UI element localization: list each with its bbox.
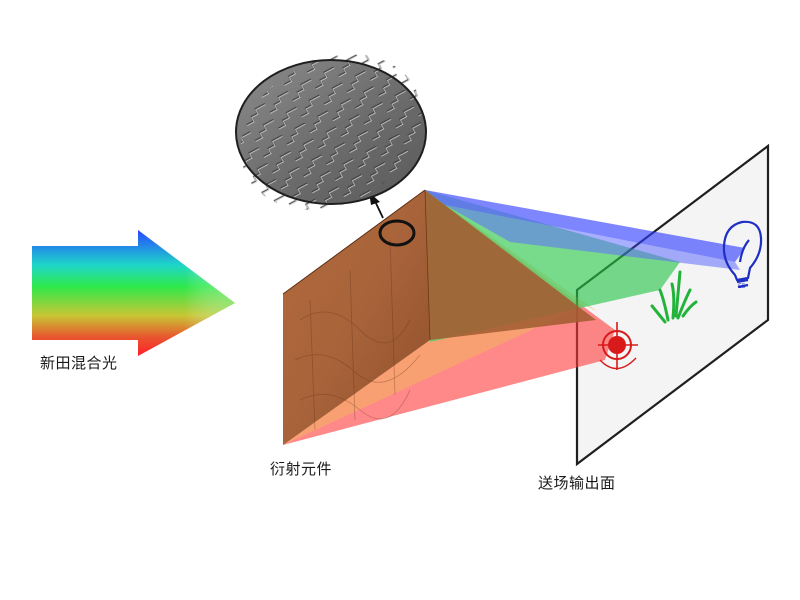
blue-beam-lower xyxy=(445,205,740,270)
diffraction-element xyxy=(282,189,596,445)
input-light-label: 新田混合光 xyxy=(40,354,118,372)
target-icon xyxy=(598,322,638,370)
lightbulb-icon: E5 xyxy=(722,220,763,290)
diffraction-element-label: 衍射元件 xyxy=(270,460,333,478)
element-back-face xyxy=(283,190,430,445)
element-side-face xyxy=(425,190,596,340)
input-light-arrow xyxy=(32,230,235,356)
output-plane-label: 送场输出面 xyxy=(538,474,616,492)
grass-icon xyxy=(650,270,698,324)
svg-text:E5: E5 xyxy=(738,283,746,290)
zoom-source-ring xyxy=(378,219,416,247)
blue-beam xyxy=(425,190,745,262)
